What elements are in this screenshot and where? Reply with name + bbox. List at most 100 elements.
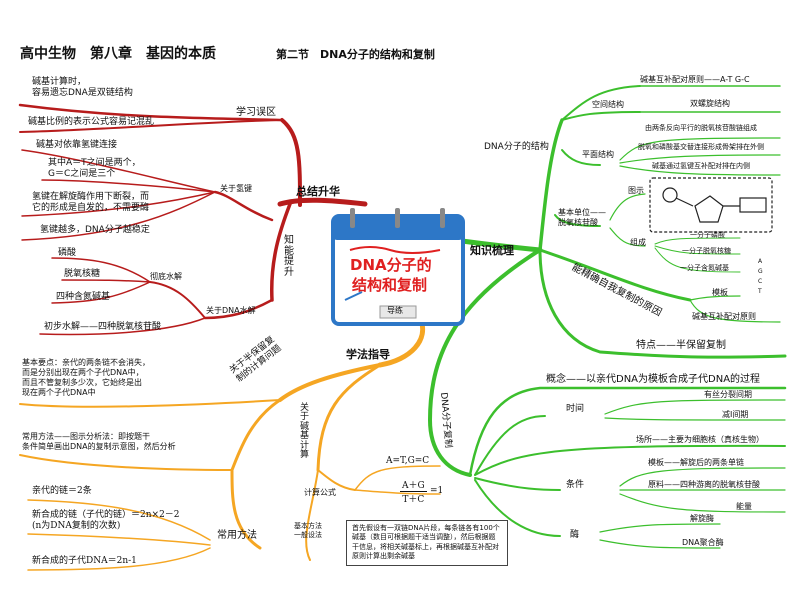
condition-item-3: 能量 (736, 502, 752, 511)
spatial-label: 空间结构 (592, 100, 624, 109)
formula-2-fraction: A＋G T＋C (400, 478, 427, 505)
branch-h3 (51, 281, 151, 304)
enzyme-label: 酶 (570, 530, 580, 540)
conditions-label: 条件 (566, 480, 585, 490)
formula-2-rhs: =1 (430, 486, 444, 496)
base-c: C (758, 278, 763, 285)
branch-hbond-2 (41, 179, 216, 193)
branch-hbond-4 (21, 191, 216, 241)
branch-enz-1 (599, 523, 721, 533)
hbond-item-4: 氢键越多，DNA分子越稳定 (40, 225, 150, 235)
feature-label: 特点——半保留复制 (636, 340, 726, 351)
branch-time (474, 415, 546, 476)
branch-mistakes (18, 103, 284, 122)
method-label: 学法指导 (346, 348, 390, 361)
new-chains: 新合成的链（子代的链）＝2n×2－2 (n为DNA复制的次数) (32, 510, 180, 532)
branch-comp-2 (654, 245, 741, 255)
formula-2-numerator: A＋G (400, 478, 427, 492)
hydrolysis-item-1: 磷酸 (58, 248, 77, 258)
branch-unit-diagram (609, 193, 646, 221)
hbond-label: 关于氢键 (220, 184, 252, 193)
center-title-line2: 结构和复制 (352, 276, 428, 294)
semi-common-method: 常用方法——图示分析法：即按题干 条件简单画出DNA的复制示意图，然后分析 (22, 432, 176, 451)
semi-key-points: 基本要点：亲代的两条链不会消失， 而是分别出现在两个子代DNA中， 而且不管复制… (22, 358, 150, 397)
branch-hbond-3 (21, 191, 216, 217)
branch-cm-3 (27, 547, 211, 571)
hydrolysis-item-3: 四种含氮碱基 (56, 292, 111, 302)
branch-comp-1 (654, 237, 741, 245)
precise-item-2: 碱基互补配对原则 (692, 312, 756, 321)
branch-plane-3 (619, 165, 781, 176)
time-item-2: 减Ⅰ间期 (722, 410, 749, 419)
branch-formula-2 (354, 489, 441, 495)
page-title: 高中生物 第八章 基因的本质 (20, 46, 216, 62)
branch-structure (538, 118, 564, 252)
hbond-item-2: 其中A＝T之间是两个， G＝C之间是三个 (48, 158, 141, 180)
unit-composition-label: 组成 (630, 238, 646, 247)
branch-cond-3 (619, 493, 786, 513)
hydrolysis-item-2: 脱氧核糖 (64, 269, 101, 279)
time-item-1: 有丝分裂间期 (704, 390, 752, 399)
branch-feature (538, 248, 787, 359)
branch-semi-main (230, 398, 282, 472)
branch-h1 (51, 257, 151, 283)
nucleotide-diagram-icon (649, 177, 773, 233)
base-a: A (758, 258, 763, 265)
branch-formula (317, 469, 356, 491)
branch-unit-comp (609, 227, 646, 247)
hbond-item-3: 氢键在解旋酶作用下断裂，而 它的形成是自发的，不需要酶 (32, 192, 150, 214)
branch-semi-key (19, 399, 281, 408)
condition-item-2: 原料——四种游离的脱氧核苷酸 (648, 480, 760, 489)
branch-enzyme (474, 479, 561, 537)
plane-item-1: 由两条反向平行的脱氧核苷酸链组成 (645, 124, 757, 132)
unit-diagram-label: 图示 (628, 186, 644, 195)
branch-concept (468, 386, 787, 477)
branch-precise-1 (689, 295, 741, 301)
branch-time-1 (604, 399, 786, 415)
knowledge-label: 知识梳理 (470, 244, 514, 257)
branch-plane-2 (619, 154, 781, 164)
branch-basic (305, 469, 319, 561)
mistake-item-2: 碱基比例的表示公式容易记混乱 (28, 117, 155, 127)
plane-item-2: 脱氧和磷酸基交替连接形成骨架排在外侧 (638, 143, 764, 151)
composition-1: 一分子磷酸 (690, 231, 725, 239)
branch-formula-1 (354, 465, 441, 491)
place-label: 场所——主要为细胞核（真核生物） (636, 435, 764, 444)
hbond-item-1: 碱基对依靠氢键连接 (36, 140, 118, 150)
branch-precise (538, 248, 692, 302)
mistake-item-1: 碱基计算时， 容易遗忘DNA是双链结构 (32, 77, 133, 99)
branch-hydrolysis (203, 298, 274, 320)
branch-replication (427, 248, 542, 477)
branch-plane-1 (619, 137, 781, 161)
branch-summary-upper (280, 118, 302, 207)
hydrolysis-item-4: 初步水解——四种脱氧核苷酸 (44, 322, 162, 332)
enzyme-item-1: 解旋酶 (690, 514, 714, 523)
structure-label: DNA分子的结构 (484, 142, 549, 152)
branch-structure-top (561, 85, 641, 121)
branch-precise-2 (689, 299, 781, 323)
section-title: 第二节 DNA分子的结构和复制 (276, 48, 435, 61)
pairing-principle: 碱基互补配对原则——A-T G-C (640, 75, 750, 84)
precise-item-1: 模板 (712, 288, 728, 297)
summary-label: 总结升华 (296, 185, 340, 198)
branch-ability (269, 202, 292, 302)
full-hydrolysis-label: 彻底水解 (150, 272, 182, 281)
concept-label: 概念——以亲代DNA为模板合成子代DNA的过程 (546, 374, 761, 385)
branch-h4 (39, 317, 206, 336)
base-calc-label: 关 于 碱 基 计 算 (300, 403, 310, 461)
base-t: T (758, 288, 762, 295)
branch-semi (278, 363, 382, 402)
branch-time-2 (604, 417, 786, 421)
branch-base-calc (316, 363, 382, 472)
branch-full-hydrolysis (149, 281, 206, 319)
mistakes-label: 学习误区 (236, 107, 276, 118)
branch-semi-common (19, 454, 233, 471)
spatial-value: 双螺旋结构 (690, 99, 730, 108)
branch-enz-2 (599, 539, 721, 549)
branch-cm-2 (27, 533, 211, 546)
center-footer: 导练 (387, 306, 403, 315)
branch-mistakes-2 (19, 119, 283, 133)
branch-cond-1 (619, 467, 786, 487)
formula-1: A=T,G=C (386, 456, 430, 466)
